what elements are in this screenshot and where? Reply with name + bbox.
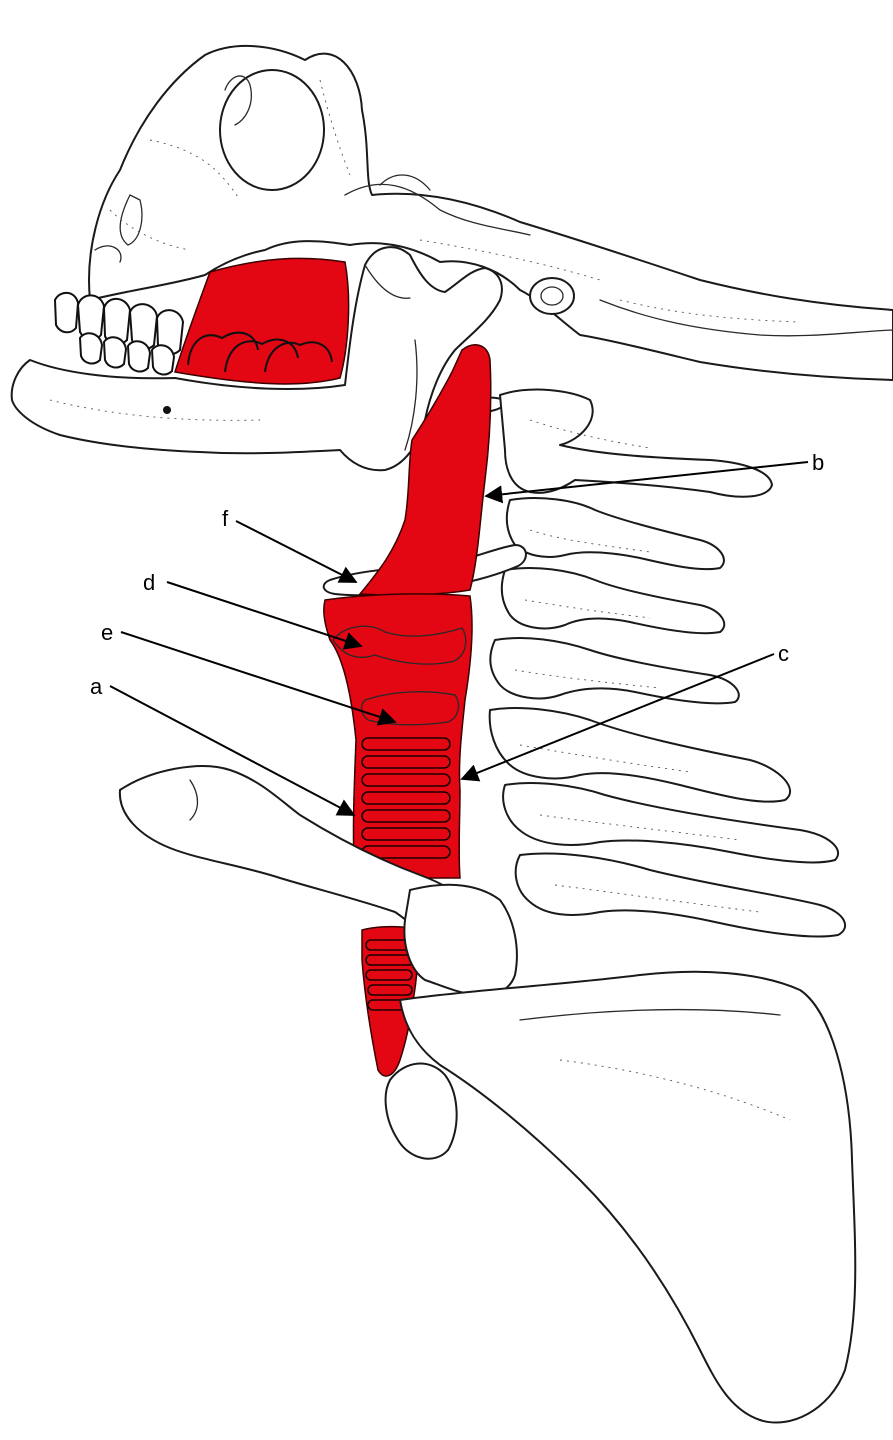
first-rib <box>404 885 516 996</box>
manubrium <box>386 1064 457 1159</box>
label-c: c <box>778 641 789 666</box>
label-f: f <box>222 506 229 531</box>
scapula <box>400 972 855 1423</box>
label-a: a <box>90 674 103 699</box>
label-e: e <box>101 620 113 645</box>
leader-line-f <box>236 521 356 582</box>
front-teeth <box>55 293 183 375</box>
cervical-spine <box>490 390 845 937</box>
label-b: b <box>812 450 824 475</box>
maxilla-highlight <box>175 258 349 384</box>
label-d: d <box>143 570 155 595</box>
